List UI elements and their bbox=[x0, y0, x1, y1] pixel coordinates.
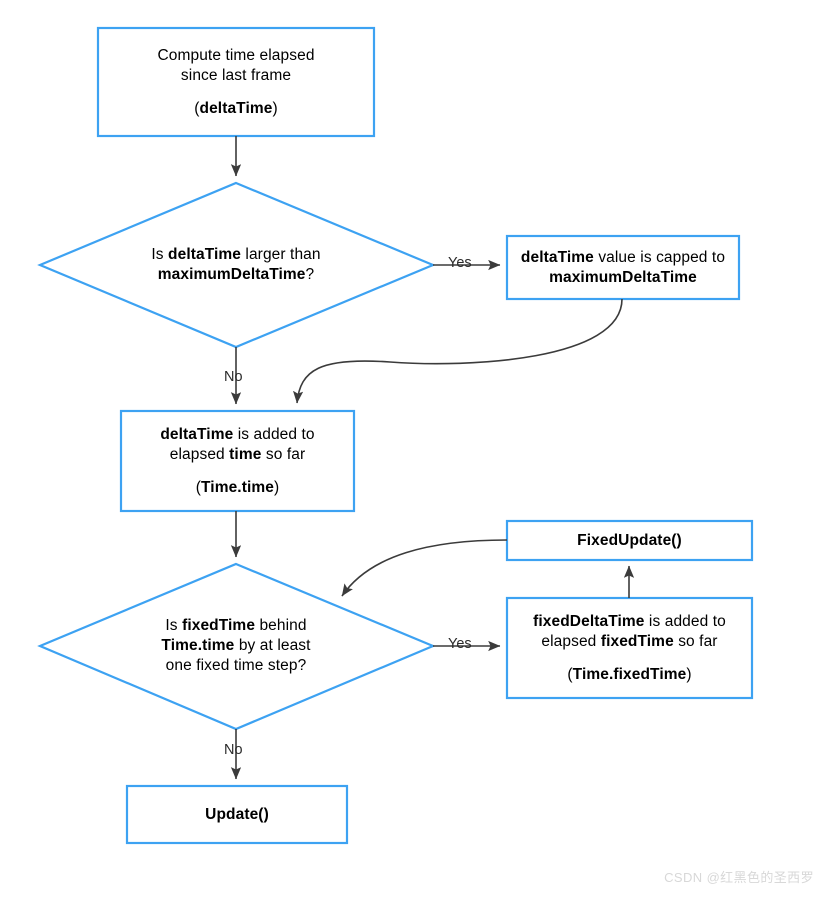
paren-close: ) bbox=[273, 478, 280, 496]
node-label-fixed-delta-added: fixedDeltaTime is added to elapsed fixed… bbox=[507, 598, 752, 698]
cap-suffix: value is capped to bbox=[593, 248, 726, 266]
fadd-prefix-2: elapsed bbox=[541, 632, 601, 650]
edge-label-decision2-no: No bbox=[224, 742, 243, 758]
fadd-fixed-delta-time-token: fixedDeltaTime bbox=[533, 612, 645, 630]
node-label-delta-added-to-time: deltaTime is added to elapsed time so fa… bbox=[121, 411, 354, 511]
decision1-line-1: Is deltaTime larger than bbox=[151, 245, 320, 265]
paren-open: ( bbox=[195, 478, 201, 496]
added-line-2: elapsed time so far bbox=[170, 445, 305, 465]
d2-time-time-token: Time.time bbox=[161, 637, 235, 654]
update-token: Update() bbox=[205, 805, 269, 823]
d2-fixed-time-token: fixedTime bbox=[182, 617, 256, 634]
fadded-line-2: elapsed fixedTime so far bbox=[541, 632, 717, 652]
paren-open: ( bbox=[194, 99, 200, 117]
d1-delta-time-token: deltaTime bbox=[168, 246, 242, 263]
capped-line-2: maximumDeltaTime bbox=[549, 268, 697, 288]
compute-line-1: Compute time elapsed bbox=[157, 46, 315, 64]
added-line-3: (Time.time) bbox=[196, 478, 280, 498]
fadd-suffix-1: is added to bbox=[644, 612, 726, 630]
d2-prefix: Is bbox=[165, 617, 183, 634]
add-suffix-2: so far bbox=[261, 445, 306, 463]
fadded-line-1: fixedDeltaTime is added to bbox=[533, 612, 726, 632]
decision2-line-2: Time.time by at least bbox=[161, 636, 310, 656]
fixedupdate-line-1: FixedUpdate() bbox=[577, 531, 682, 551]
fadd-time-fixedtime-token: Time.fixedTime bbox=[572, 665, 687, 683]
node-label-compute-delta-time: Compute time elapsed since last frame (d… bbox=[98, 28, 374, 136]
d2-suffix-2: by at least bbox=[234, 637, 311, 654]
d1-question-mark: ? bbox=[305, 266, 315, 283]
add-delta-time-token: deltaTime bbox=[160, 425, 234, 443]
cap-maximum-delta-time-token: maximumDeltaTime bbox=[549, 268, 697, 286]
fadd-fixed-time-token: fixedTime bbox=[600, 632, 674, 650]
connector-capped-to-added bbox=[292, 298, 623, 404]
d2-suffix-1: behind bbox=[255, 617, 307, 634]
compute-delta-time-token: deltaTime bbox=[199, 99, 273, 117]
decision1-line-2: maximumDeltaTime? bbox=[158, 265, 315, 285]
csdn-watermark: CSDN @红黑色的圣西罗 bbox=[664, 870, 814, 885]
node-label-delta-capped: deltaTime value is capped to maximumDelt… bbox=[507, 236, 739, 299]
cap-delta-time-token: deltaTime bbox=[520, 248, 594, 266]
connector-fixedupdate-to-decision2 bbox=[341, 539, 508, 597]
d1-maximum-delta-time-token: maximumDeltaTime bbox=[157, 266, 306, 283]
paren-open: ( bbox=[567, 665, 573, 683]
d1-suffix: larger than bbox=[241, 246, 321, 263]
node-label-is-delta-larger: Is deltaTime larger than maximumDeltaTim… bbox=[60, 225, 412, 305]
decision2-line-1: Is fixedTime behind bbox=[165, 616, 306, 636]
add-suffix-1: is added to bbox=[233, 425, 315, 443]
update-line-1: Update() bbox=[205, 805, 269, 825]
node-label-is-fixed-behind: Is fixedTime behind Time.time by at leas… bbox=[76, 605, 396, 687]
fadded-line-3: (Time.fixedTime) bbox=[567, 665, 691, 685]
edge-label-decision1-yes: Yes bbox=[448, 255, 472, 271]
node-label-update: Update() bbox=[127, 786, 347, 843]
compute-line-2: since last frame bbox=[180, 66, 292, 84]
paren-close: ) bbox=[686, 665, 692, 683]
add-prefix-2: elapsed bbox=[169, 445, 230, 463]
paren-close: ) bbox=[272, 99, 278, 117]
decision2-line-3: one fixed time step? bbox=[165, 657, 307, 674]
edge-label-decision1-no: No bbox=[224, 369, 243, 385]
capped-line-1: deltaTime value is capped to bbox=[521, 248, 725, 268]
fixedupdate-token: FixedUpdate() bbox=[577, 531, 682, 549]
compute-line-3: (deltaTime) bbox=[194, 99, 278, 119]
add-time-token: time bbox=[229, 445, 262, 463]
edge-label-decision2-yes: Yes bbox=[448, 636, 472, 652]
added-line-1: deltaTime is added to bbox=[160, 425, 314, 445]
node-label-fixed-update: FixedUpdate() bbox=[507, 521, 752, 560]
add-time-time-token: Time.time bbox=[201, 478, 274, 496]
d1-prefix: Is bbox=[151, 246, 169, 263]
fadd-suffix-2: so far bbox=[673, 632, 718, 650]
